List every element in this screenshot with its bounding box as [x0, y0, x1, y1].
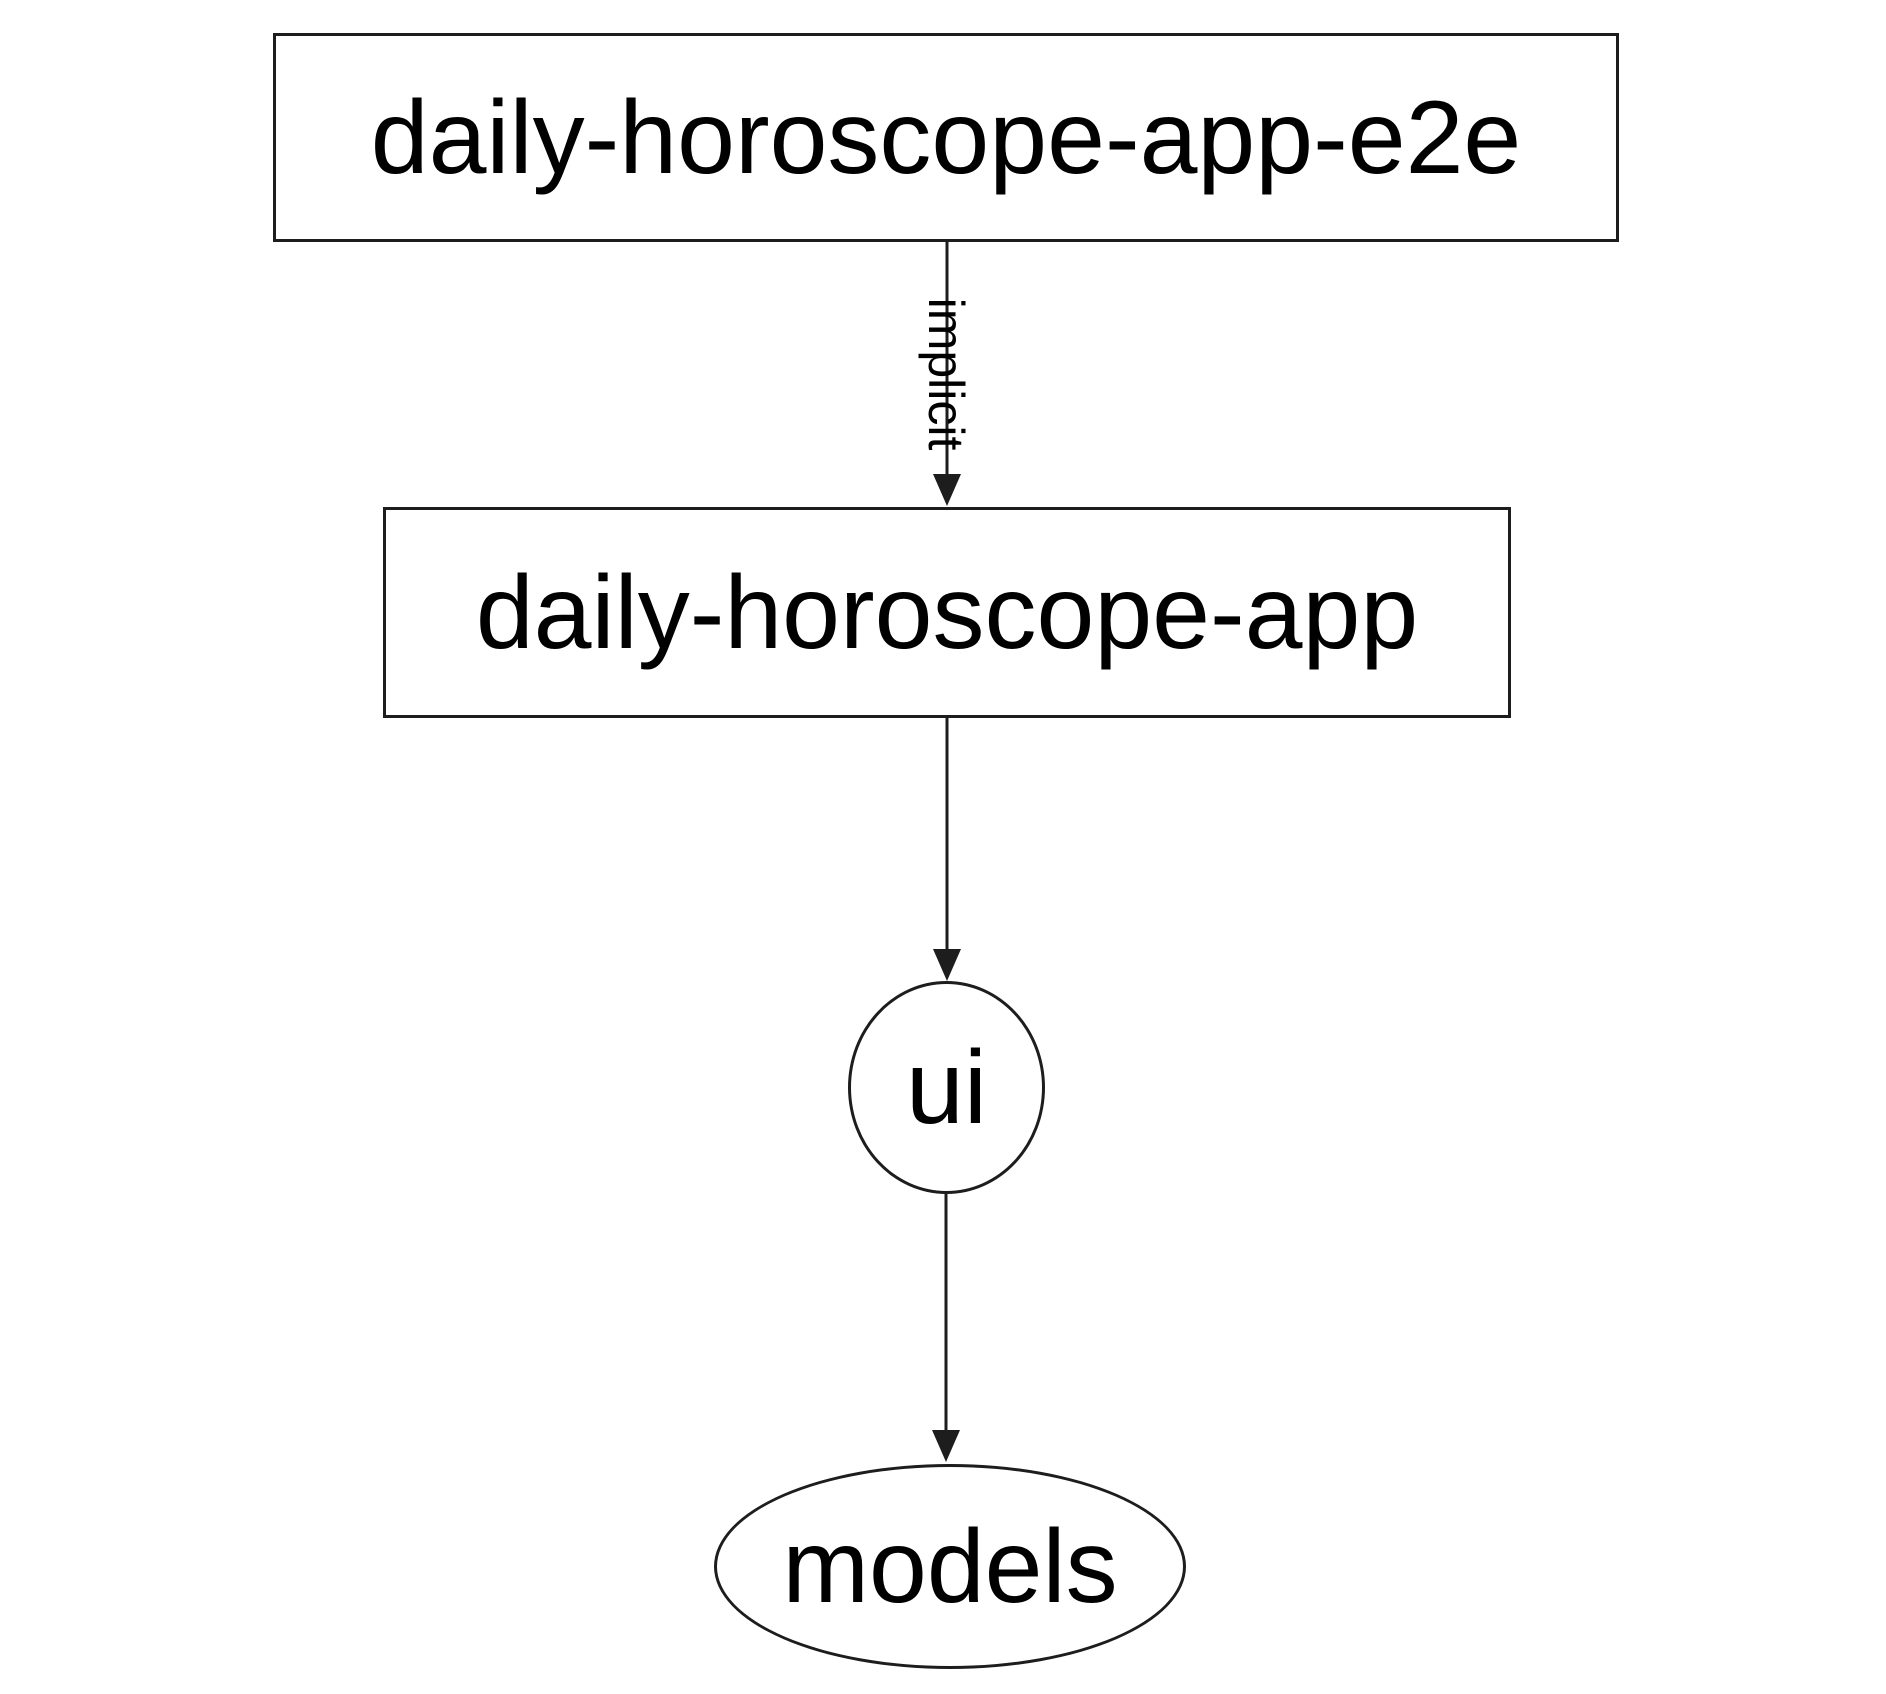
edge-app-to-ui-arrowhead: [933, 949, 961, 981]
node-label-ui: ui: [906, 1029, 987, 1146]
node-label-daily-horoscope-app-e2e: daily-horoscope-app-e2e: [370, 79, 1522, 196]
edge-label-implicit: implicit: [918, 297, 974, 451]
node-label-daily-horoscope-app: daily-horoscope-app: [475, 554, 1419, 671]
node-models[interactable]: models: [714, 1464, 1186, 1669]
node-daily-horoscope-app-e2e[interactable]: daily-horoscope-app-e2e: [273, 33, 1619, 242]
node-ui[interactable]: ui: [848, 981, 1045, 1194]
node-label-models: models: [782, 1508, 1118, 1625]
edge-ui-to-models-arrowhead: [932, 1430, 960, 1462]
edge-e2e-to-app-arrowhead: [933, 474, 961, 506]
node-daily-horoscope-app[interactable]: daily-horoscope-app: [383, 507, 1511, 718]
